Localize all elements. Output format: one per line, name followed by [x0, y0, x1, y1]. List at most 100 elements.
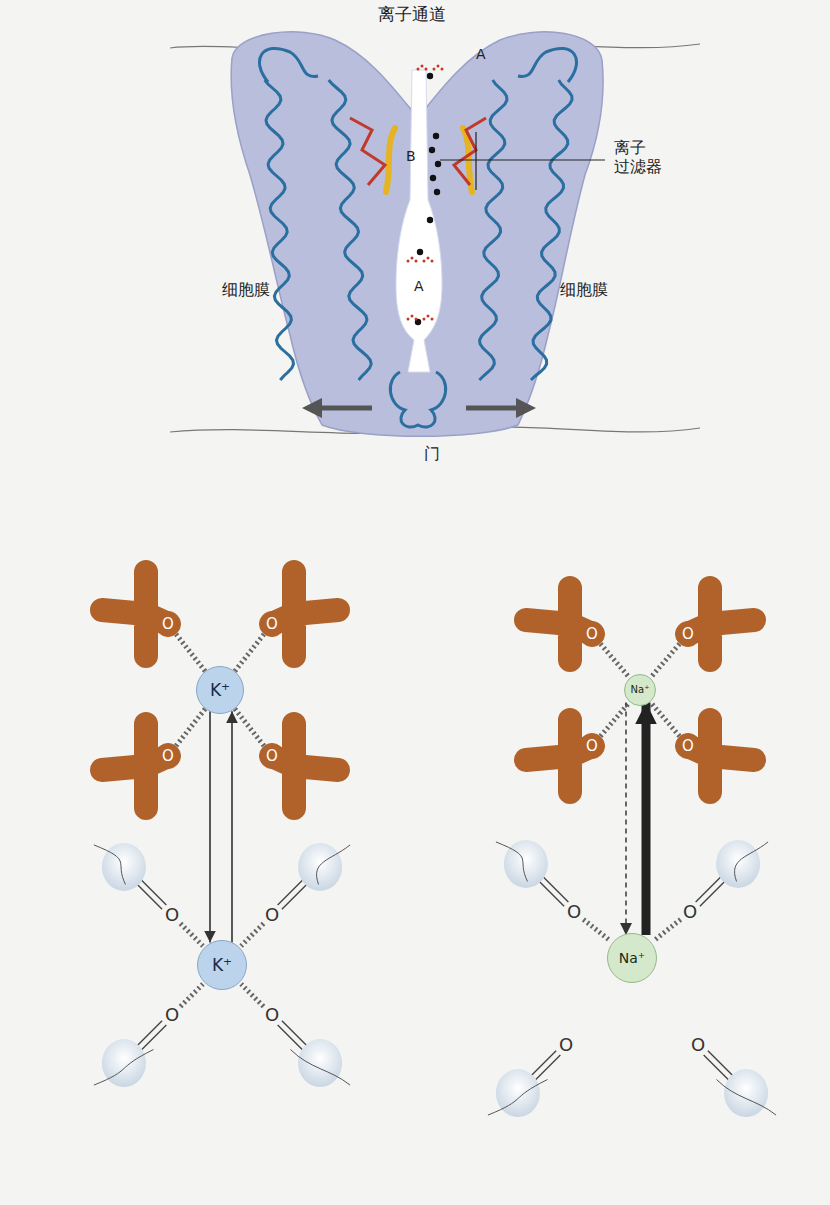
water-dot — [415, 318, 418, 321]
backbone-blob — [298, 1039, 342, 1087]
node-text: K⁺ — [210, 682, 230, 699]
ion-dot — [429, 147, 435, 153]
part-label: 细胞膜 — [222, 280, 270, 299]
gate-arrow — [466, 406, 520, 411]
water-dot — [425, 68, 428, 71]
coordination-bond — [583, 919, 610, 941]
backbone-blob — [716, 840, 760, 888]
water-dot — [431, 260, 434, 263]
equilibrium-arrow — [625, 702, 627, 935]
carbonyl-oxygen: O — [155, 743, 181, 769]
water-dot — [433, 68, 436, 71]
double-bond — [539, 877, 568, 906]
node-text: Na⁺ — [631, 685, 650, 695]
ion-dot — [417, 249, 423, 255]
carbonyl-arm — [526, 720, 592, 792]
backbone-line — [94, 1050, 154, 1086]
backbone-blob — [102, 1039, 146, 1087]
double-bond — [137, 1021, 166, 1050]
part-label: 门 — [424, 444, 440, 463]
helix — [479, 80, 507, 380]
water-dot — [427, 315, 430, 318]
coordination-bond — [176, 709, 205, 746]
backbone-blob — [102, 843, 146, 891]
backbone-line — [488, 1080, 548, 1116]
carbonyl-arm — [688, 720, 754, 792]
water-dot — [431, 318, 434, 321]
carbonyl-oxygen: O — [675, 733, 701, 759]
carbonyl-o: O — [559, 1034, 573, 1056]
ion-circle: K⁺ — [196, 666, 244, 714]
node-text: K⁺ — [212, 957, 232, 974]
double-bond — [531, 1051, 560, 1080]
ion-circle: Na⁺ — [607, 933, 657, 983]
node-text: O — [682, 739, 694, 754]
node-text: O — [586, 627, 598, 642]
region-letter: A — [414, 278, 424, 295]
coordination-bond — [176, 634, 205, 671]
coordination-bond — [180, 923, 202, 945]
water-dot — [421, 65, 424, 68]
backbone-blob — [496, 1069, 540, 1117]
water-dot — [423, 318, 426, 321]
backbone-blob — [504, 840, 548, 888]
carbonyl-oxygen: O — [259, 611, 285, 637]
water-dot — [437, 65, 440, 68]
double-bond — [704, 1051, 733, 1080]
water-dot — [411, 257, 414, 260]
carbonyl-o: O — [691, 1034, 705, 1056]
node-text: O — [266, 749, 278, 764]
carbonyl-oxygen: O — [155, 611, 181, 637]
carbonyl-o: O — [683, 901, 697, 923]
water-dot — [417, 68, 420, 71]
helix — [265, 80, 294, 380]
helix-loop — [259, 48, 576, 82]
water-dot — [441, 68, 444, 71]
backbone-blob — [724, 1069, 768, 1117]
equilibrium-arrow — [642, 702, 651, 935]
water-dot — [423, 260, 426, 263]
gate-arrow — [318, 406, 372, 411]
carbonyl-arm — [688, 588, 754, 660]
water-dot — [407, 260, 410, 263]
water-dot — [415, 260, 418, 263]
channel-protein — [231, 32, 603, 436]
double-bond — [696, 877, 725, 906]
carbonyl-bottom — [94, 840, 776, 1117]
node-text: O — [682, 627, 694, 642]
backbone-line — [291, 1050, 351, 1086]
region-letter: B — [406, 148, 416, 165]
coordination-bond — [180, 984, 202, 1006]
channel-pore — [396, 70, 442, 372]
node-text: Na⁺ — [619, 951, 645, 965]
coordination-bond — [650, 644, 679, 678]
double-bond — [278, 1021, 307, 1050]
helix-group — [259, 48, 576, 380]
coordination-bond — [241, 984, 263, 1006]
coordination-bond — [235, 634, 264, 671]
carbonyl-arm — [272, 572, 338, 656]
part-label: 细胞膜 — [560, 280, 608, 299]
double-bond — [137, 880, 166, 909]
ion-circle: Na⁺ — [624, 674, 656, 706]
backbone-line — [94, 845, 126, 885]
node-text: O — [586, 739, 598, 754]
carbonyl-oxygen: O — [259, 743, 285, 769]
coordination-bond — [235, 709, 264, 746]
filter-loop — [350, 118, 486, 185]
water-dot — [427, 257, 430, 260]
water-dot — [411, 315, 414, 318]
carbonyl-o: O — [165, 1004, 179, 1026]
carbonyl-o: O — [165, 904, 179, 926]
ion-dot — [427, 73, 433, 79]
node-text: O — [162, 617, 174, 632]
channel-label: 离子通道 — [378, 4, 446, 24]
carbonyl-o: O — [265, 1004, 279, 1026]
ion-circle: K⁺ — [197, 940, 247, 990]
double-bond — [278, 880, 307, 909]
equilibrium-arrow — [209, 711, 211, 942]
ion-dot — [427, 217, 433, 223]
carbonyl-arms — [102, 572, 754, 808]
helix — [531, 80, 572, 380]
